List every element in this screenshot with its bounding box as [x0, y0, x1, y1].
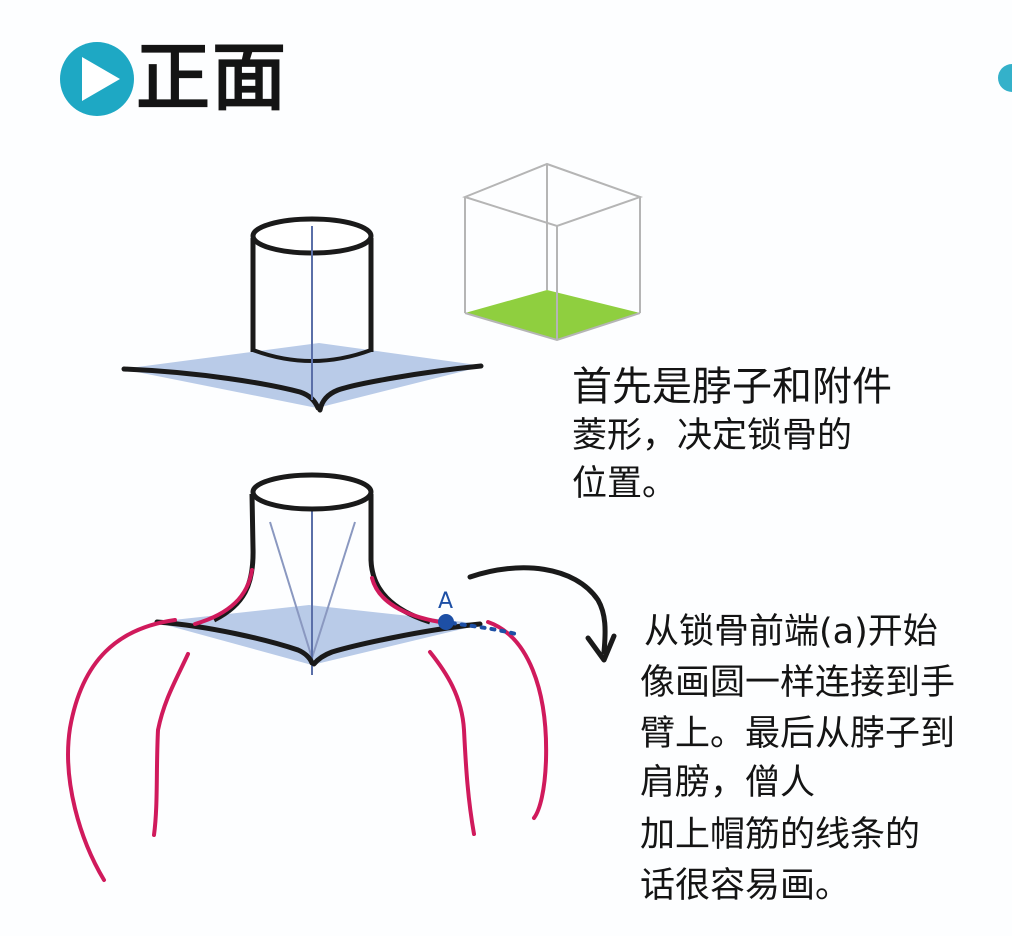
cylinder-top [250, 216, 374, 400]
caption-step2-line1: 从锁骨前端(a)开始 [644, 612, 938, 652]
rhombus-top [121, 343, 484, 413]
shoulder-lines [66, 568, 549, 882]
caption-step1-line3: 位置。 [572, 464, 678, 504]
curved-arrow-icon [467, 565, 617, 663]
page-title: 正面 [136, 35, 288, 121]
play-circle-icon [60, 42, 134, 116]
caption-step1-line2: 菱形，决定锁骨的 [572, 416, 853, 456]
caption-step1-line1: 首先是脖子和附件 [572, 364, 892, 410]
caption-step2-line2: 像画圆一样连接到手 [640, 663, 956, 703]
marker-a: A [438, 589, 518, 636]
caption-step2-line5: 加上帽筋的线条的 [640, 815, 921, 855]
caption-step2-line4: 肩膀，僧人 [640, 763, 816, 803]
marker-a-label: A [438, 589, 453, 614]
wireframe-cube [462, 162, 644, 342]
caption-step2-line3: 臂上。最后从脖子到 [640, 714, 956, 754]
edge-accent [998, 64, 1012, 92]
caption-step2-line6: 话很容易画。 [640, 866, 851, 906]
cylinder-bottom [154, 472, 483, 675]
